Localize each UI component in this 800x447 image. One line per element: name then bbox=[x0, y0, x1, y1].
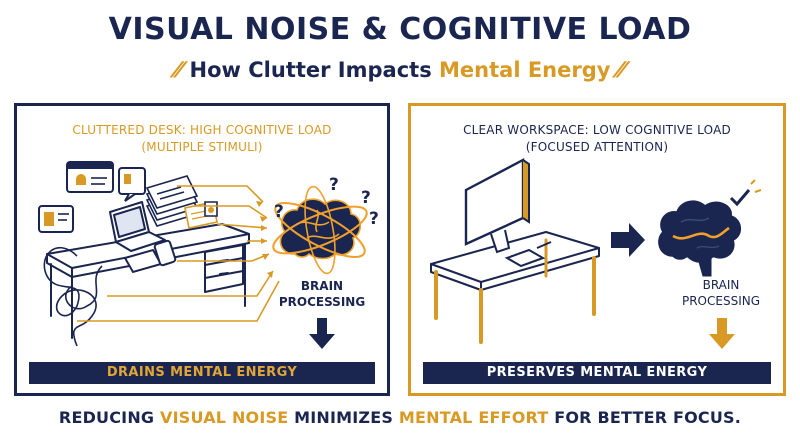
arrow-right-icon bbox=[611, 223, 645, 257]
footer-caption: REDUCING VISUAL NOISE MINIMIZES MENTAL E… bbox=[0, 408, 800, 427]
question-mark: ? bbox=[329, 175, 339, 195]
question-mark: ? bbox=[274, 202, 284, 222]
monitor-icon bbox=[464, 158, 530, 254]
question-mark: ? bbox=[361, 188, 371, 208]
cluttered-desk-illustration: ? ? ? ? bbox=[38, 161, 379, 349]
cluttered-desk-panel: CLUTTERED DESK: HIGH COGNITIVE LOAD (MUL… bbox=[14, 103, 390, 396]
footer-part3: FOR BETTER FOCUS. bbox=[554, 408, 742, 427]
bell-notification-icon bbox=[66, 161, 114, 193]
footer-highlight1: VISUAL NOISE bbox=[160, 408, 289, 427]
phone-icon bbox=[153, 239, 177, 267]
arrow-down-icon bbox=[709, 318, 735, 349]
slash-accent-icon: ⁄⁄ bbox=[175, 58, 183, 82]
clear-workspace-illustration bbox=[430, 158, 762, 349]
clear-workspace-panel: CLEAR WORKSPACE: LOW COGNITIVE LOAD (FOC… bbox=[408, 103, 786, 396]
page-title: VISUAL NOISE & COGNITIVE LOAD bbox=[108, 12, 692, 47]
footer-part2: MINIMIZES bbox=[294, 408, 394, 427]
cable-tangle-icon bbox=[43, 247, 103, 347]
footer-highlight2: MENTAL EFFORT bbox=[398, 408, 549, 427]
panel-heading-line1: CLUTTERED DESK: HIGH COGNITIVE LOAD bbox=[72, 123, 332, 137]
panel-heading-line2: (MULTIPLE STIMULI) bbox=[141, 140, 263, 154]
notebook-icon bbox=[504, 248, 546, 268]
slash-accent-icon: ⁄⁄ bbox=[617, 58, 625, 82]
footer-part1: REDUCING bbox=[58, 408, 155, 427]
panel-heading: CLUTTERED DESK: HIGH COGNITIVE LOAD (MUL… bbox=[17, 122, 387, 156]
bell-notification-icon bbox=[38, 205, 74, 233]
panel-heading-line2: (FOCUSED ATTENTION) bbox=[525, 140, 669, 154]
brain-icon bbox=[658, 200, 742, 277]
brain-processing-label: BRAIN PROCESSING bbox=[267, 278, 377, 310]
brain-label-line2: PROCESSING bbox=[681, 294, 761, 308]
question-mark: ? bbox=[369, 209, 379, 229]
paper-stack-icon bbox=[145, 175, 199, 227]
arrow-down-icon bbox=[309, 318, 335, 349]
brain-label-line1: BRAIN bbox=[300, 279, 344, 293]
brain-processing-label: BRAIN PROCESSING bbox=[666, 277, 776, 309]
laptop-icon bbox=[109, 201, 166, 252]
brain-icon bbox=[272, 185, 368, 275]
panel-heading: CLEAR WORKSPACE: LOW COGNITIVE LOAD (FOC… bbox=[411, 122, 783, 156]
brain-label-line2: PROCESSING bbox=[278, 295, 366, 309]
panel-heading-line1: CLEAR WORKSPACE: LOW COGNITIVE LOAD bbox=[463, 123, 731, 137]
checkmark-icon bbox=[729, 189, 751, 207]
page-subtitle: ⁄⁄ How Clutter Impacts Mental Energy ⁄⁄ bbox=[0, 58, 800, 82]
pen-icon bbox=[536, 241, 552, 249]
result-bar: DRAINS MENTAL ENERGY bbox=[29, 362, 375, 384]
bell-notification-icon bbox=[204, 201, 218, 217]
chat-bubble-icon bbox=[118, 167, 146, 202]
subtitle-prefix: How Clutter Impacts bbox=[189, 58, 432, 82]
subtitle-highlight: Mental Energy bbox=[439, 58, 611, 82]
result-bar: PRESERVES MENTAL ENERGY bbox=[423, 362, 771, 384]
brain-label-line1: BRAIN bbox=[702, 278, 740, 292]
